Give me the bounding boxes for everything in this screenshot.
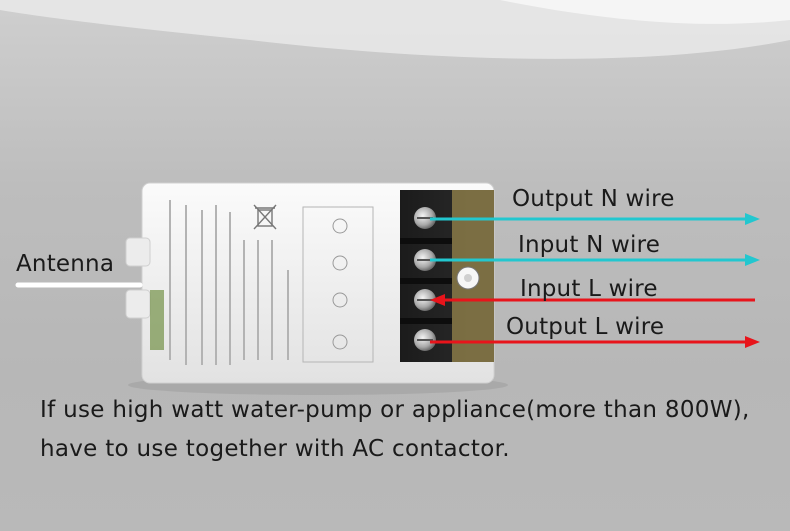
note-line-1: If use high watt water-pump or appliance… xyxy=(40,397,750,423)
output-l-arrow xyxy=(430,336,760,348)
input-l-arrow xyxy=(430,294,755,306)
output-n-wire-label: Output N wire xyxy=(512,186,675,212)
receiver-device xyxy=(125,182,495,384)
note-line-2: have to use together with AC contactor. xyxy=(40,436,510,462)
input-n-arrow xyxy=(430,254,760,266)
output-n-arrow xyxy=(430,213,760,225)
antenna-label: Antenna xyxy=(16,251,115,277)
input-n-wire-label: Input N wire xyxy=(518,232,661,258)
output-l-wire-label: Output L wire xyxy=(506,314,665,340)
weee-bin-icon xyxy=(253,204,277,230)
terminal-screw-icon xyxy=(414,329,436,351)
input-l-wire-label: Input L wire xyxy=(520,276,658,302)
